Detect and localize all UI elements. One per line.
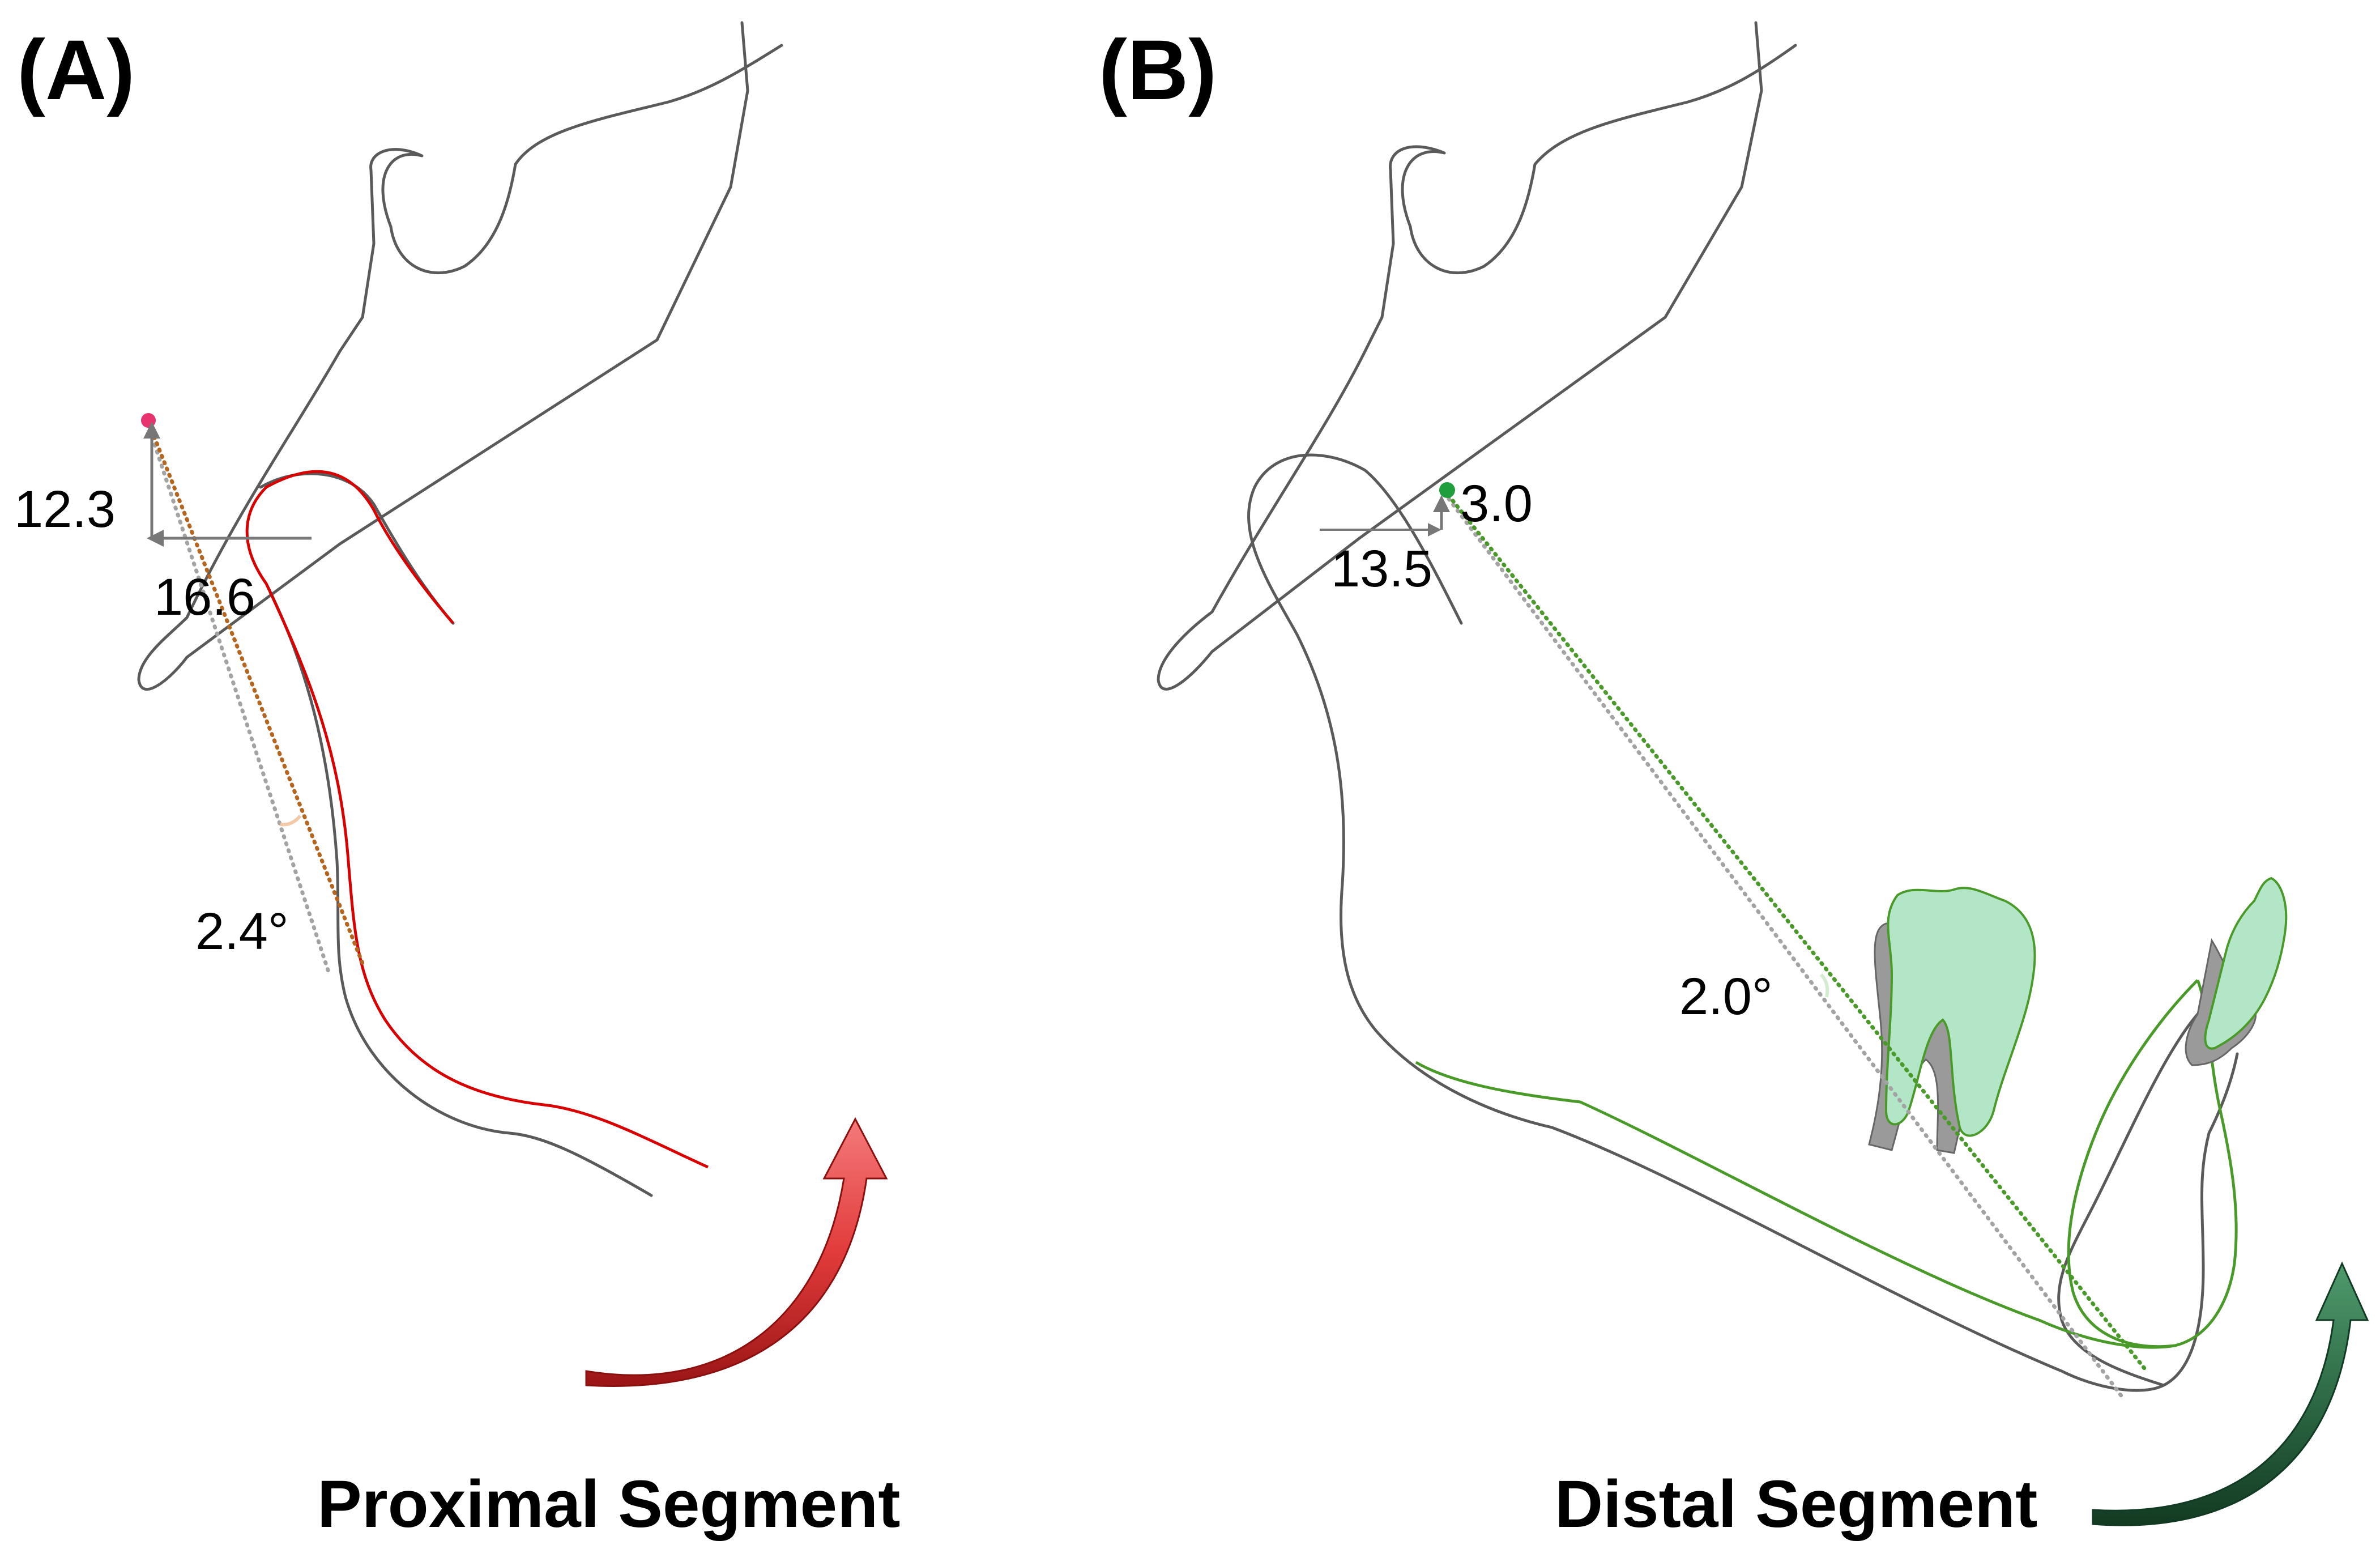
ramus-outline-a [259,472,653,1197]
rotation-arrow-a [585,1117,888,1387]
reference-line-a [148,428,331,974]
panel-a: (A) 12.3 16.6 2.4° Proximal Segment [14,21,901,1542]
horizontal-value-a: 16.6 [154,568,255,626]
angle-arc-a [280,815,302,827]
condyle-tracking-line-a [150,428,365,965]
panel-b: (B) 3.0 13.5 2.0° Distal Segment [1099,21,2369,1542]
distal-segment-outline [1415,979,2238,1349]
distal-tracking-line-b [1442,488,2149,1373]
molar-tooth [1884,887,2036,1137]
mandible-outline-b [1247,453,2239,1392]
vertical-value-a: 12.3 [14,480,116,538]
proximal-segment-outline [245,470,709,1169]
symphysis-inner-b [2057,1012,2199,1387]
incisor-tooth [2204,876,2288,1050]
skull-outline-a [137,21,783,691]
skull-outline-b [1157,21,1797,691]
vertical-value-b: 3.0 [1460,475,1533,533]
caption-b: Distal Segment [1555,1467,2037,1542]
angle-value-a: 2.4° [195,903,289,960]
panel-a-label: (A) [17,22,135,117]
horizontal-value-b: 13.5 [1331,540,1432,598]
panel-b-label: (B) [1099,22,1217,117]
rotation-arrow-b [2092,1261,2369,1526]
caption-a: Proximal Segment [317,1467,901,1542]
angle-arc-b [1819,973,1829,998]
landmark-point-b [1439,482,1455,498]
reference-line-b [1442,491,2126,1402]
landmark-point-a [141,413,156,428]
angle-value-b: 2.0° [1679,968,1773,1025]
